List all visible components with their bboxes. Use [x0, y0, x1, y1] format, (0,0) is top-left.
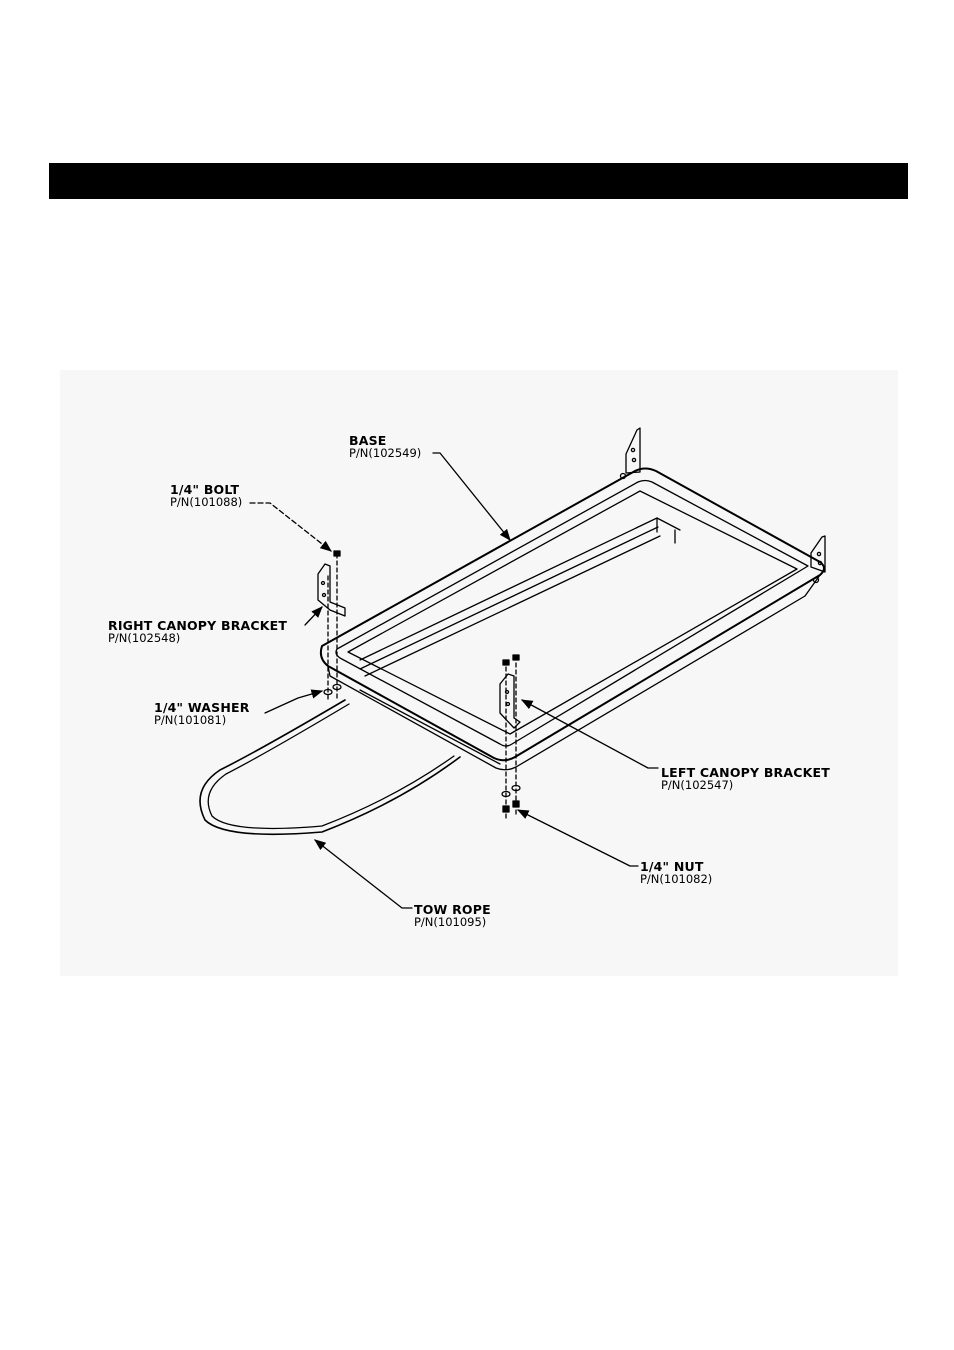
label-tow-rope: TOW ROPE P/N(101095): [414, 903, 491, 928]
bolt-head-right: [333, 550, 341, 557]
exploded-parts-diagram: BASE P/N(102549) 1/4" BOLT P/N(101088) R…: [60, 370, 898, 976]
base-tub-skirt-inner: [359, 689, 501, 765]
label-tow-rope-name: TOW ROPE: [414, 902, 491, 917]
label-washer-pn: P/N(101081): [154, 713, 227, 728]
label-nut-name: 1/4" NUT: [640, 859, 704, 874]
base-leader: [432, 452, 511, 541]
label-left-canopy-bracket: LEFT CANOPY BRACKET P/N(102547): [661, 766, 830, 791]
label-left-canopy-bracket-pn: P/N(102547): [661, 778, 734, 793]
section-header-bar: [49, 163, 908, 199]
base-floor-step: [656, 517, 676, 544]
left-bracket-leader: [520, 699, 659, 769]
tow-rope-loop: [199, 699, 461, 836]
label-nut: 1/4" NUT P/N(101082): [640, 860, 712, 885]
label-left-canopy-bracket-name: LEFT CANOPY BRACKET: [661, 765, 830, 780]
washer-right: [323, 688, 333, 696]
base-tub-skirt: [327, 574, 821, 771]
base-tub-rim-inner-edge: [335, 479, 809, 747]
rear-bracket-left: [810, 535, 826, 573]
label-right-canopy-bracket: RIGHT CANOPY BRACKET P/N(102548): [108, 619, 287, 644]
base-tub-outer-rim: [319, 467, 825, 762]
label-bolt: 1/4" BOLT P/N(101088): [170, 483, 242, 508]
label-bolt-name: 1/4" BOLT: [170, 482, 240, 497]
tow-rope-leader: [314, 839, 413, 909]
right-canopy-bracket: [317, 563, 346, 617]
nut-leader: [516, 809, 639, 867]
label-base: BASE P/N(102549): [349, 434, 421, 459]
left-canopy-bracket: [499, 673, 521, 729]
label-nut-pn: P/N(101082): [640, 872, 713, 887]
diagram-drawing: [199, 427, 826, 909]
washer-right-2: [332, 683, 342, 691]
label-base-name: BASE: [349, 433, 387, 448]
label-right-canopy-bracket-pn: P/N(102548): [108, 631, 181, 646]
washer-leader: [264, 689, 324, 714]
tow-rope-loop-inner: [207, 703, 455, 830]
bolt-leader: [249, 502, 332, 552]
label-washer: 1/4" WASHER P/N(101081): [154, 701, 250, 726]
rear-bracket-right: [625, 427, 641, 474]
label-washer-name: 1/4" WASHER: [154, 700, 250, 715]
label-base-pn: P/N(102549): [349, 446, 422, 461]
label-bolt-pn: P/N(101088): [170, 495, 243, 510]
base-tub-inner-wall: [347, 490, 798, 735]
right-bracket-leader: [304, 606, 323, 626]
label-tow-rope-pn: P/N(101095): [414, 915, 487, 930]
label-right-canopy-bracket-name: RIGHT CANOPY BRACKET: [108, 618, 288, 633]
